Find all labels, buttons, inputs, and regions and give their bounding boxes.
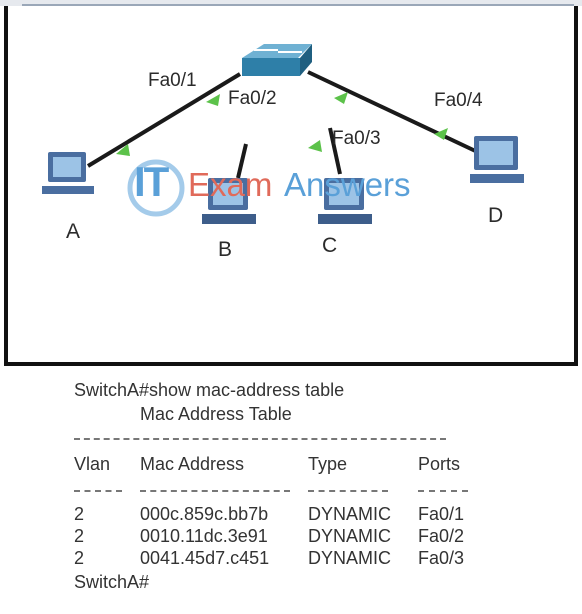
table-row-3-mac: 0041.45d7.c451 [140, 548, 270, 568]
host-label-d: D [488, 204, 504, 227]
table-row-1-vlan: 2 [74, 504, 85, 524]
table-row-1-type: DYNAMIC [308, 504, 392, 524]
host-label-b: B [218, 238, 233, 261]
watermark-logo-icon [127, 159, 185, 217]
header-type: Type [308, 454, 348, 474]
header-underline-vlan [74, 490, 122, 492]
table-divider-top [74, 438, 446, 440]
pc-a-icon [42, 152, 94, 194]
host-label-c: C [322, 234, 338, 257]
cli-prompt: SwitchA# [74, 572, 150, 592]
header-ports: Ports [418, 454, 461, 474]
port-label-fa03: Fa0/3 [332, 128, 381, 149]
topology-canvas [42, 44, 524, 224]
table-row-3-port: Fa0/3 [418, 548, 465, 568]
table-row-1-mac: 000c.859c.bb7b [140, 504, 269, 524]
watermark-it: IT [134, 158, 169, 205]
table-row-3-type: DYNAMIC [308, 548, 392, 568]
link-switch-c [328, 127, 342, 175]
link-switch-a [86, 72, 242, 168]
link-marker-fa04 [434, 128, 448, 140]
pc-b-icon [202, 178, 256, 224]
table-title: Mac Address Table [140, 404, 292, 424]
port-label-fa01: Fa0/1 [148, 70, 197, 91]
table-row-2-type: DYNAMIC [308, 526, 392, 546]
table-row-2-vlan: 2 [74, 526, 85, 546]
header-underline-type [308, 490, 388, 492]
link-marker-fa01 [206, 94, 220, 106]
network-topology-diagram: IT Exam Answers Fa0/1 Fa0/2 Fa0/3 Fa0/4 … [4, 6, 578, 366]
link-marker-fa03 [308, 140, 322, 152]
pc-c-icon [318, 178, 372, 224]
watermark-exam: Exam [188, 166, 273, 203]
switch-icon [242, 44, 312, 76]
port-label-fa04: Fa0/4 [434, 90, 483, 111]
table-row-2-port: Fa0/2 [418, 526, 465, 546]
host-label-a: A [66, 220, 81, 243]
header-underline-ports [418, 490, 468, 492]
link-switch-d [307, 70, 487, 158]
header-underline-mac [140, 490, 290, 492]
link-marker-switch-d [334, 92, 348, 104]
header-mac-address: Mac Address [140, 454, 245, 474]
watermark: IT Exam Answers [126, 152, 426, 222]
link-marker-a [116, 144, 130, 156]
port-label-fa02: Fa0/2 [228, 88, 277, 109]
watermark-answers: Answers [284, 166, 411, 203]
header-vlan: Vlan [74, 454, 111, 474]
link-switch-b [236, 143, 248, 179]
table-row-3-vlan: 2 [74, 548, 85, 568]
table-row-1-port: Fa0/1 [418, 504, 465, 524]
cli-command: SwitchA#show mac-address table [74, 380, 345, 400]
top-bar [0, 0, 582, 6]
pc-d-icon [470, 136, 524, 183]
table-row-2-mac: 0010.11dc.3e91 [140, 526, 268, 546]
